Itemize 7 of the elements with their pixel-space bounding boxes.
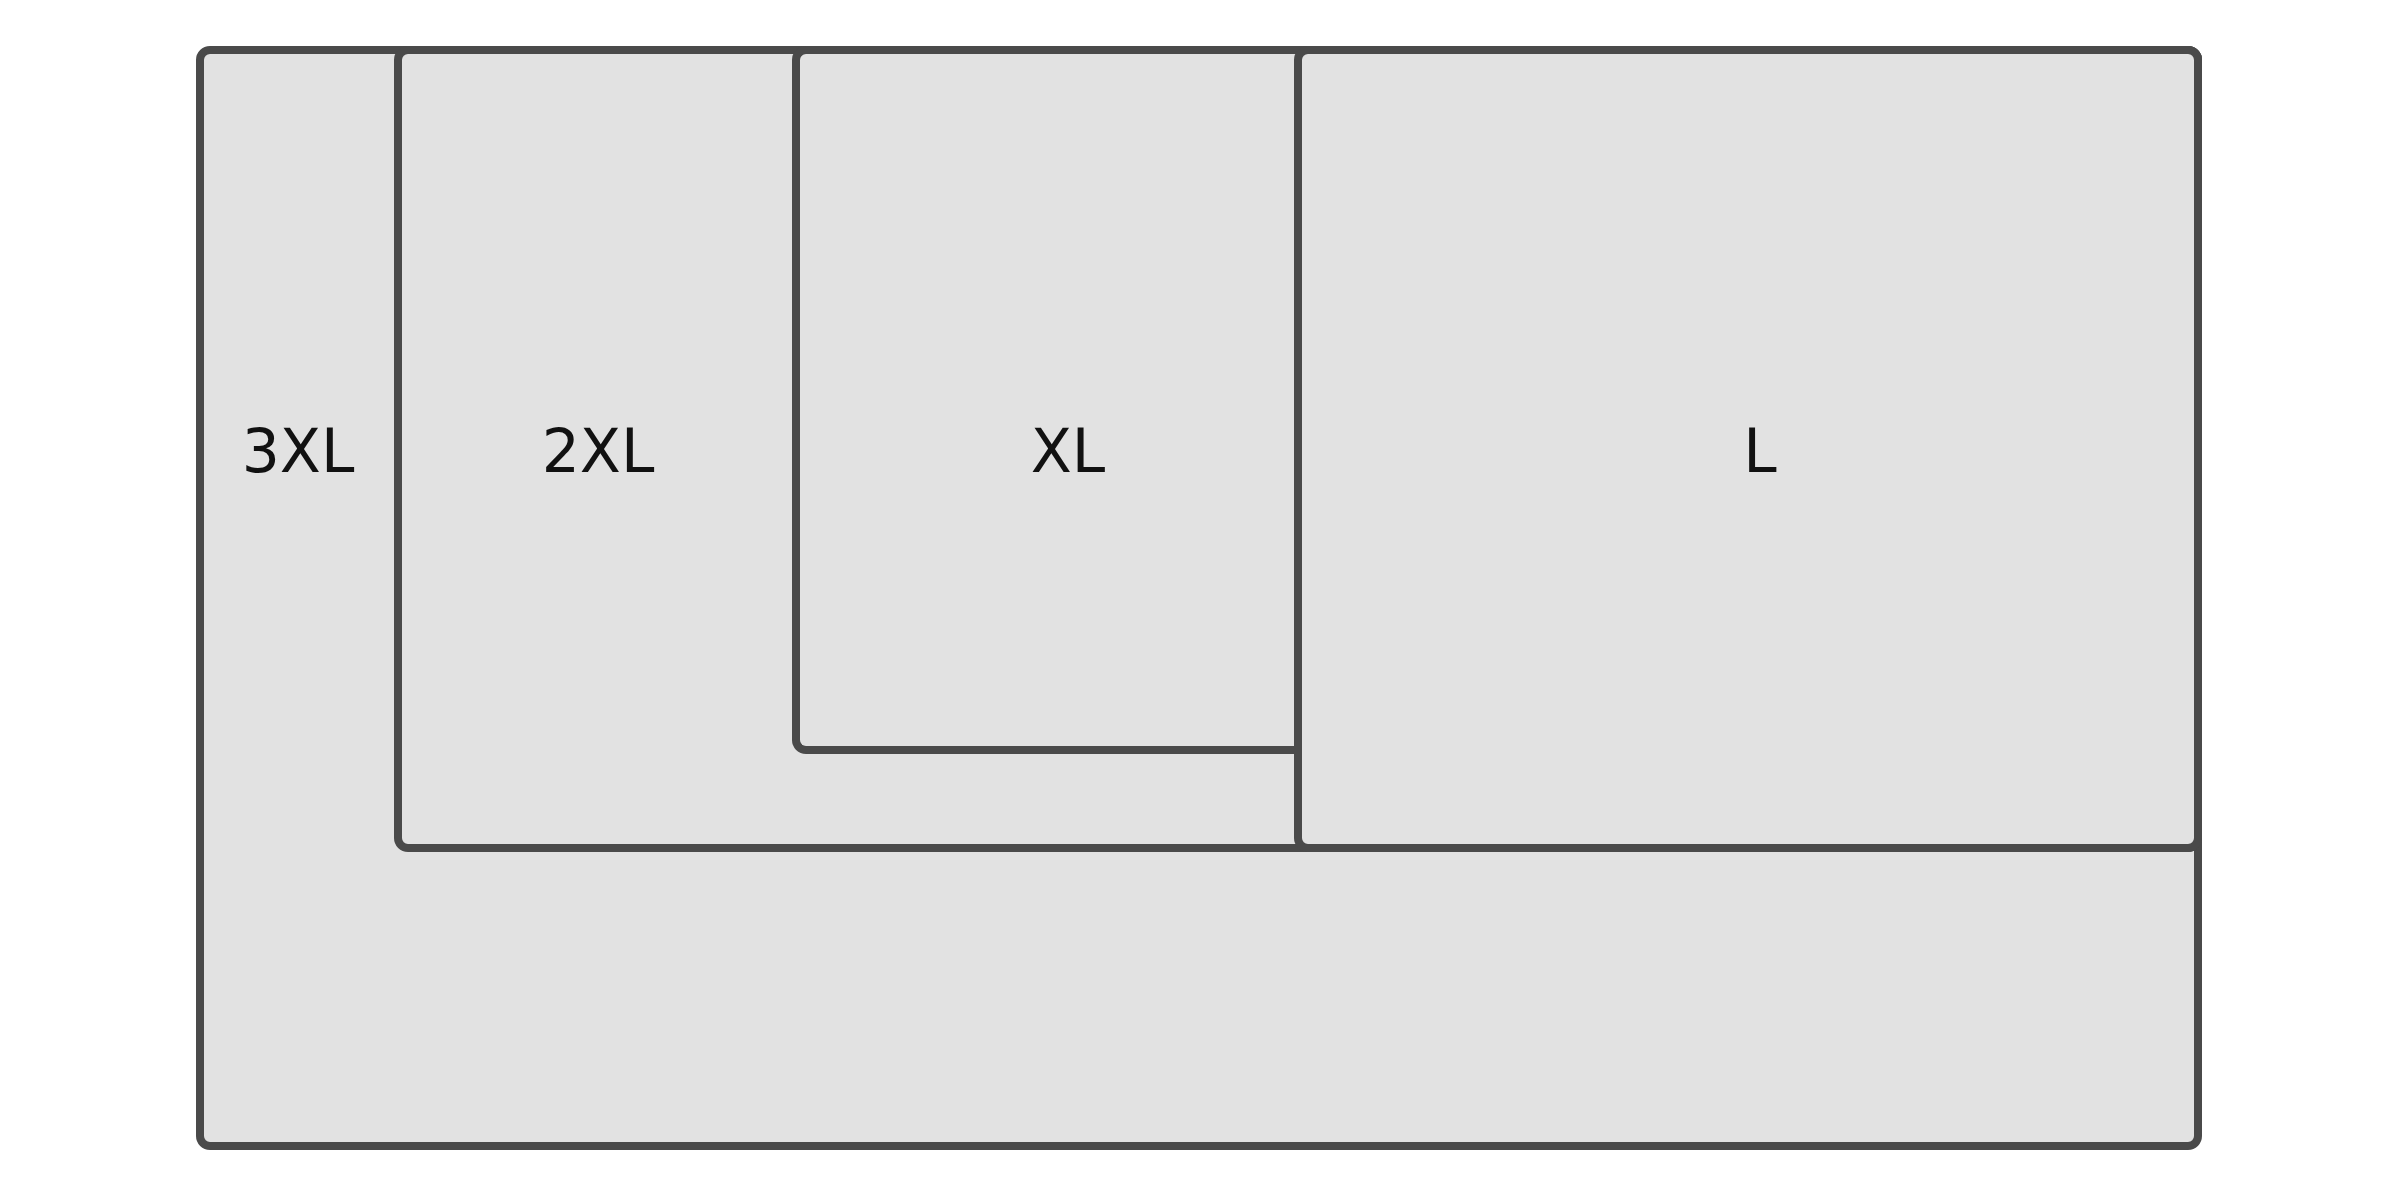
size-outline (196, 46, 2202, 1150)
size-outline (1294, 46, 2202, 852)
size-label: 2XL (541, 421, 655, 481)
size-outline (394, 46, 2202, 852)
size-label: XL (1030, 421, 1106, 481)
size-label: L (1743, 421, 1777, 481)
size-label: 3XL (241, 421, 355, 481)
